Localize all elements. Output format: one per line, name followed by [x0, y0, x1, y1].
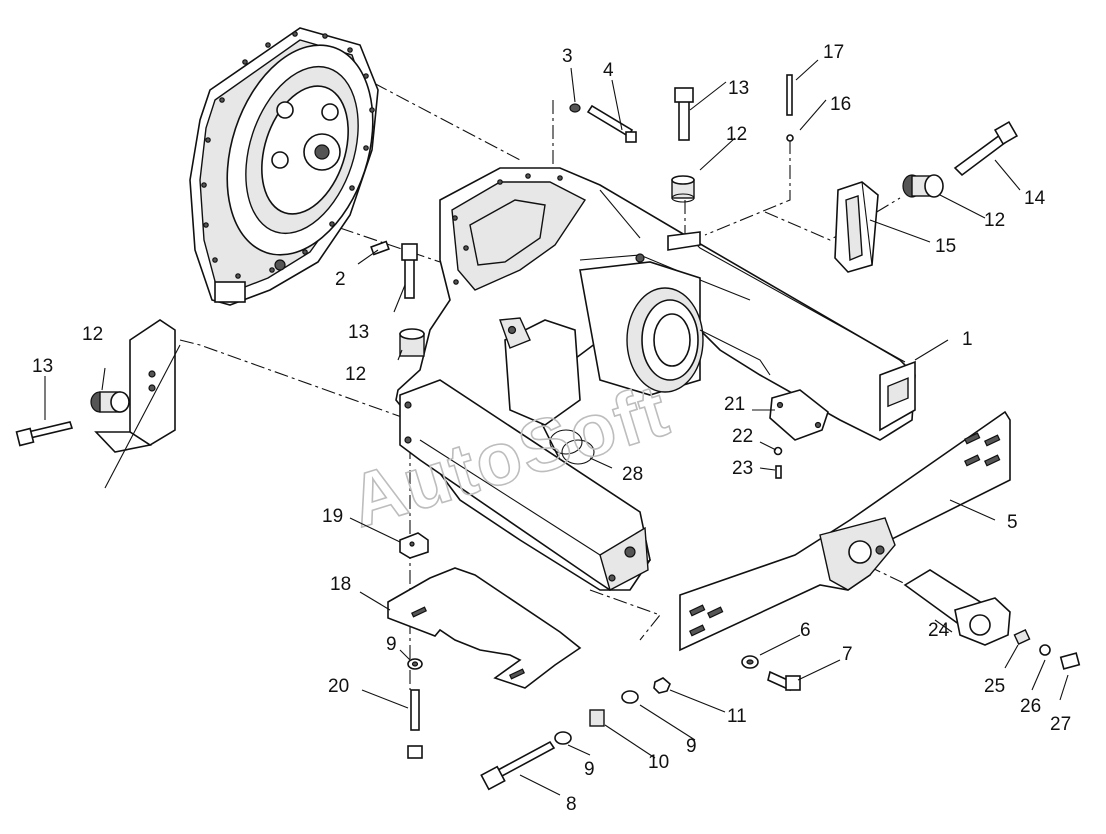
callout-12-top: 12	[726, 124, 747, 145]
washer-lower	[407, 658, 423, 670]
side-rail	[679, 410, 1011, 652]
callout-13-left: 13	[32, 356, 53, 377]
callout-18: 18	[330, 574, 351, 595]
callout-6: 6	[800, 620, 811, 641]
right-bushing	[902, 174, 944, 198]
callout-11: 11	[727, 706, 747, 727]
rail-bolt	[767, 670, 801, 692]
washer-small	[569, 103, 581, 113]
callout-13-center: 13	[348, 322, 369, 343]
callout-25: 25	[984, 676, 1005, 697]
callout-12-center: 12	[345, 364, 366, 385]
callout-labels: 1 2 3 4 5 6 7 8 9 9 9 10 11 12 12 12 12 …	[32, 42, 1071, 815]
callout-20: 20	[328, 676, 349, 697]
right-bolt	[953, 120, 1019, 177]
callout-2: 2	[335, 269, 346, 290]
front-bolt	[480, 740, 556, 791]
callout-4: 4	[603, 60, 614, 81]
callout-12-right: 12	[984, 210, 1005, 231]
stud-bolt	[586, 104, 637, 143]
center-bolt	[401, 243, 418, 299]
o-rings	[549, 429, 595, 465]
lock-washer	[773, 446, 783, 456]
callout-16: 16	[830, 94, 851, 115]
callout-9-bottom: 9	[584, 759, 595, 780]
top-bushing	[671, 175, 695, 203]
lower-bolt	[407, 689, 423, 759]
flywheel-housing	[189, 27, 379, 306]
cover-plate	[769, 389, 829, 441]
center-bushing	[399, 328, 425, 357]
left-bushing	[90, 391, 130, 413]
callout-23: 23	[732, 458, 753, 479]
callout-17: 17	[823, 42, 844, 63]
callout-15: 15	[935, 236, 956, 257]
slotted-bracket	[834, 181, 879, 273]
guard-plate	[387, 567, 582, 689]
rail-washer	[741, 655, 759, 669]
spacer-block	[399, 532, 429, 559]
long-pin	[786, 74, 793, 116]
callout-5: 5	[1007, 512, 1018, 533]
left-mount-bracket	[94, 319, 181, 489]
callout-13-top: 13	[728, 78, 749, 99]
callout-21: 21	[724, 394, 745, 415]
pivot-pin	[903, 569, 1011, 646]
callout-27: 27	[1050, 714, 1071, 735]
callout-9-left: 9	[386, 634, 397, 655]
callout-3: 3	[562, 46, 573, 67]
front-washer-b	[621, 690, 639, 704]
axle-housing-main	[395, 167, 916, 592]
callout-19: 19	[322, 506, 343, 527]
cover-bolt	[775, 465, 782, 479]
pin-bolt	[1059, 652, 1081, 670]
callout-12-left: 12	[82, 324, 103, 345]
top-bolt	[674, 87, 694, 141]
front-washer-a	[554, 731, 572, 745]
pin-washer	[786, 134, 794, 142]
callout-9-right: 9	[686, 736, 697, 757]
leader-lines	[44, 59, 1069, 796]
pin-washer-small	[1039, 644, 1051, 656]
front-spacer	[589, 709, 605, 727]
callout-1: 1	[962, 329, 973, 350]
callout-14: 14	[1024, 188, 1046, 209]
callout-10: 10	[648, 752, 669, 773]
callout-24: 24	[928, 620, 950, 641]
callout-26: 26	[1020, 696, 1041, 717]
left-bolt	[15, 421, 74, 447]
callout-7: 7	[842, 644, 853, 665]
pin-bushing	[1013, 629, 1031, 645]
callout-8: 8	[566, 794, 577, 815]
callout-22: 22	[732, 426, 753, 447]
front-nut	[653, 677, 671, 694]
callout-28: 28	[622, 464, 643, 485]
